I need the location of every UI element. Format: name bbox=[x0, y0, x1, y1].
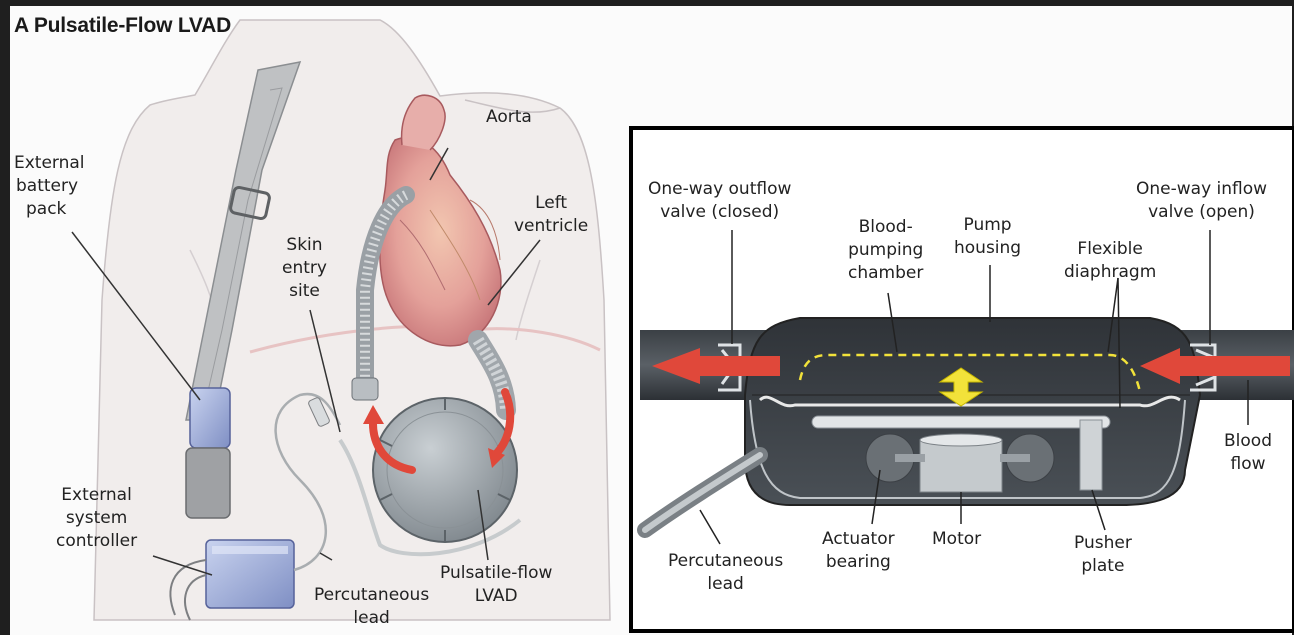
label-skin-entry-site: Skin entry site bbox=[282, 234, 327, 303]
label-motor: Motor bbox=[932, 528, 981, 551]
label-percutaneous-lead-body: Percutaneous lead bbox=[314, 584, 429, 630]
label-one-way-inflow-valve: One-way inflow valve (open) bbox=[1136, 178, 1267, 224]
label-flexible-diaphragm: Flexible diaphragm bbox=[1064, 238, 1156, 284]
label-pump-housing: Pump housing bbox=[954, 214, 1021, 260]
label-external-system-controller: External system controller bbox=[56, 484, 137, 553]
diagram-title: A Pulsatile-Flow LVAD bbox=[14, 14, 231, 38]
label-pulsatile-flow-lvad: Pulsatile-flow LVAD bbox=[440, 562, 552, 608]
label-left-ventricle: Left ventricle bbox=[514, 192, 588, 238]
label-external-battery-pack: External battery pack bbox=[14, 152, 85, 221]
label-actuator-bearing: Actuator bearing bbox=[822, 528, 895, 574]
label-one-way-outflow-valve: One-way outflow valve (closed) bbox=[648, 178, 791, 224]
torso-illustration bbox=[94, 20, 610, 620]
label-pusher-plate: Pusher plate bbox=[1074, 532, 1132, 578]
battery-pack bbox=[186, 388, 230, 518]
label-aorta: Aorta bbox=[486, 106, 532, 129]
label-percutaneous-lead-inset: Percutaneous lead bbox=[668, 550, 783, 596]
label-blood-pumping-chamber: Blood- pumping chamber bbox=[848, 216, 923, 285]
label-blood-flow: Blood flow bbox=[1224, 430, 1272, 476]
lvad-pump bbox=[373, 398, 517, 542]
